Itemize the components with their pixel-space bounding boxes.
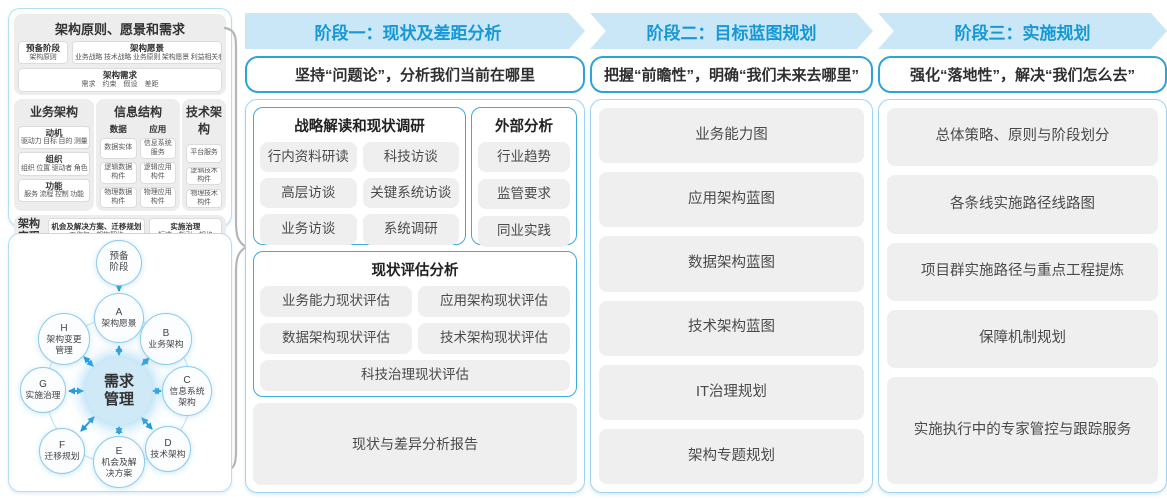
phase2-item: IT治理规划: [599, 364, 864, 420]
information-structure-column: 信息结构 数据 数据实体 逻辑数据构件 物理数据构件 应用 信息系统服务 逻辑应…: [96, 98, 180, 212]
prep-phase-title: 预备阶段: [25, 43, 60, 53]
architecture-content-panel: 架构原则、愿景和需求 预备阶段 架构原则 架构愿景 业务战略 技术战略 业务原则…: [8, 8, 232, 248]
motivation-title: 动机: [45, 127, 63, 138]
node-requirements-management: 需求管理: [86, 358, 152, 424]
node-prep-phase: 预备阶段: [96, 240, 142, 286]
phase3-item: 实施执行中的专家管控与跟踪服务: [887, 377, 1158, 485]
phase1-item: 监管要求: [478, 179, 570, 210]
phase1-item: 系统调研: [362, 214, 459, 245]
function-box: 功能 服务 流程 控制 功能: [18, 178, 90, 202]
phase3-title: 阶段三：实施规划: [954, 23, 1091, 43]
phase2-header-arrow: 阶段二：目标蓝图规划: [590, 13, 873, 49]
external-group-title: 外部分析: [495, 119, 553, 135]
motivation-sub: 驱动力 目标 目的 测量: [21, 138, 88, 146]
prep-phase-box: 预备阶段 架构原则: [18, 41, 68, 65]
node-a-architecture-vision: A 架构愿景: [94, 293, 144, 343]
physical-app-box: 物理应用构件: [139, 186, 176, 209]
phase3-item: 各条线实施路径线路图: [887, 175, 1158, 234]
phase2-subtitle: 把握“前瞻性”，明确“我们未来去哪里”: [590, 56, 873, 93]
phase1-title: 阶段一：现状及差距分析: [314, 23, 502, 43]
physical-tech-box: 物理技术构件: [186, 189, 222, 209]
phase1-item: 应用架构现状评估: [418, 286, 570, 317]
phase3-item: 保障机制规划: [887, 309, 1158, 369]
adm-cycle-panel: 预备阶段 A 架构愿景 B 业务架构 C 信息系统架构 D 技术架构 E 机会及…: [8, 233, 232, 492]
phase1-item: 高层访谈: [260, 178, 357, 209]
phase2-item: 应用架构蓝图: [599, 172, 864, 228]
phase1-item: 同业实践: [478, 216, 570, 247]
data-subcol-title: 数据: [109, 123, 127, 134]
phase2-title: 阶段二：目标蓝图规划: [646, 23, 817, 43]
phase1-item: 关键系统访谈: [362, 178, 459, 209]
phase1-item: 行内资料研读: [260, 142, 357, 173]
phase1-item: 技术架构现状评估: [418, 323, 570, 354]
node-h-architecture-change-management: H 架构变更管理: [38, 313, 90, 365]
phase3-subtitle: 强化“落地性”，解决“我们怎么去”: [878, 56, 1167, 93]
phase3-item: 项目群实施路径与重点工程提炼: [887, 242, 1158, 301]
requirements-sub: 需求 约束 假设 差距: [81, 81, 159, 88]
requirements-title: 架构需求: [102, 70, 137, 81]
information-title: 信息结构: [113, 104, 162, 119]
organization-box: 组织 组织 位置 驱动者 角色: [18, 152, 90, 176]
phase3-item: 总体策略、原则与阶段划分: [887, 108, 1158, 167]
phase2-panel: 业务能力图 应用架构蓝图 数据架构蓝图 技术架构蓝图 IT治理规划 架构专题规划: [590, 99, 873, 493]
vision-title: 架构愿景: [129, 43, 164, 53]
phase1-item: 业务访谈: [260, 214, 357, 245]
phase1-item: 科技治理现状评估: [260, 360, 570, 391]
phase1-header-arrow: 阶段一：现状及差距分析: [245, 13, 585, 49]
logical-tech-box: 逻辑技术构件: [186, 166, 222, 186]
external-analysis-group: 外部分析 行业趋势 监管要求 同业实践: [471, 107, 577, 247]
motivation-box: 动机 驱动力 目标 目的 测量: [18, 125, 90, 150]
function-sub: 服务 流程 控制 功能: [24, 191, 84, 199]
phase3-column: 阶段三：实施规划 强化“落地性”，解决“我们怎么去” 总体策略、原则与阶段划分 …: [878, 13, 1167, 493]
technology-architecture-column: 技术架构 平台服务 逻辑技术构件 物理技术构件: [182, 98, 226, 212]
app-subcol-title: 应用: [149, 123, 167, 134]
phase2-item: 架构专题规划: [599, 428, 864, 485]
strategy-research-group: 战略解读和现状调研 行内资料研读 科技访谈 高层访谈 关键系统访谈 业务访谈 系…: [253, 107, 466, 245]
gap-analysis-report-box: 现状与差异分析报告: [253, 403, 577, 485]
architecture-requirements-box: 架构需求 需求 约束 假设 差距: [18, 68, 222, 92]
function-title: 功能: [45, 180, 63, 191]
business-architecture-column: 业务架构 动机 驱动力 目标 目的 测量 组织 组织 位置 驱动者 角色 功能 …: [14, 98, 94, 212]
physical-data-box: 物理数据构件: [100, 186, 137, 209]
section-title: 架构原则、愿景和需求: [54, 22, 185, 37]
assessment-analysis-group: 现状评估分析 业务能力现状评估 应用架构现状评估 数据架构现状评估 技术架构现状…: [253, 251, 577, 397]
data-entity-box: 数据实体: [100, 137, 137, 160]
phase1-item: 行业趋势: [478, 142, 570, 173]
node-b-business-architecture: B 业务架构: [140, 313, 192, 365]
phase1-item: 科技访谈: [362, 142, 459, 173]
node-c-information-system-architecture: C 信息系统架构: [162, 366, 212, 416]
logical-data-box: 逻辑数据构件: [100, 162, 137, 184]
business-arch-title: 业务架构: [29, 104, 78, 119]
phase3-header-arrow: 阶段三：实施规划: [878, 13, 1167, 49]
organization-sub: 组织 位置 驱动者 角色: [21, 164, 88, 172]
node-d-technology-architecture: D 技术架构: [145, 426, 191, 472]
info-system-service-box: 信息系统服务: [139, 137, 176, 160]
phase1-item: 数据架构现状评估: [260, 323, 412, 354]
phase2-item: 业务能力图: [599, 108, 864, 164]
prep-phase-sub: 架构原则: [29, 53, 57, 61]
logical-app-box: 逻辑应用构件: [139, 162, 176, 184]
phase2-column: 阶段二：目标蓝图规划 把握“前瞻性”，明确“我们未来去哪里” 业务能力图 应用架…: [590, 13, 873, 493]
node-e-opportunities-solutions: E 机会及解决方案: [93, 436, 145, 488]
platform-service-box: 平台服务: [186, 143, 222, 163]
node-g-implementation-governance: G 实施治理: [20, 367, 66, 413]
phase2-item: 技术架构蓝图: [599, 300, 864, 356]
organization-title: 组织: [45, 154, 63, 165]
phase1-item: 业务能力现状评估: [260, 286, 412, 317]
phase2-item: 数据架构蓝图: [599, 236, 864, 292]
node-f-migration-planning: F 迁移规划: [39, 428, 85, 474]
phase1-column: 阶段一：现状及差距分析 坚持“问题论”，分析我们当前在哪里 战略解读和现状调研 …: [245, 13, 585, 493]
vision-sub: 业务战略 技术战略 业务原则 架构愿景 利益相关者: [75, 53, 222, 61]
assessment-group-title: 现状评估分析: [371, 263, 459, 279]
phase3-panel: 总体策略、原则与阶段划分 各条线实施路径线路图 项目群实施路径与重点工程提炼 保…: [878, 99, 1167, 493]
phase1-subtitle: 坚持“问题论”，分析我们当前在哪里: [245, 56, 585, 93]
principles-vision-requirements-section: 架构原则、愿景和需求 预备阶段 架构原则 架构愿景 业务战略 技术战略 业务原则…: [14, 14, 226, 95]
phase1-panel: 战略解读和现状调研 行内资料研读 科技访谈 高层访谈 关键系统访谈 业务访谈 系…: [245, 99, 585, 493]
technology-title: 技术架构: [186, 104, 223, 136]
architecture-vision-box: 架构愿景 业务战略 技术战略 业务原则 架构愿景 利益相关者: [72, 41, 222, 65]
strategy-group-title: 战略解读和现状调研: [294, 119, 425, 135]
